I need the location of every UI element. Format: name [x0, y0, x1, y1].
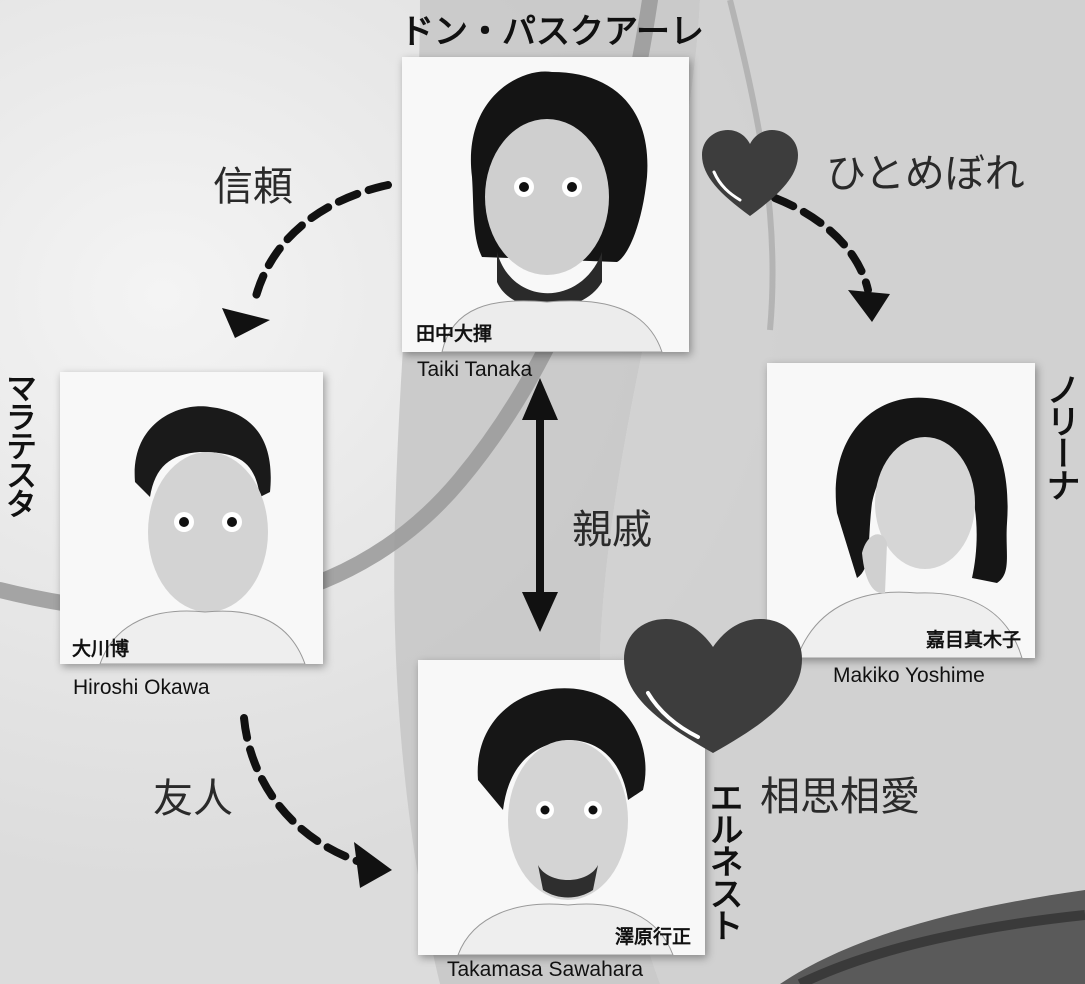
- role-label-left: マラテスタ: [0, 372, 36, 517]
- role-label-bottom: エルネスト: [703, 780, 743, 940]
- relation-label-mutual-love: 相思相愛: [760, 774, 920, 820]
- cast-card-top: 田中大揮: [402, 57, 689, 352]
- portrait-photo: [767, 363, 1035, 658]
- cast-name-en: Takamasa Sawahara: [447, 958, 644, 981]
- relatives-arrowhead-down: [522, 592, 558, 632]
- friend-arrowhead: [354, 842, 392, 888]
- relation-label-trust: 信頼: [213, 164, 293, 210]
- relation-label-friend: 友人: [153, 776, 233, 822]
- role-label-right: ノリーナ: [1040, 372, 1080, 500]
- relation-label-crush: ひとめぼれ: [826, 151, 1025, 197]
- cast-name-jp: 嘉目真木子: [925, 629, 1021, 651]
- relatives-arrowhead-up: [522, 378, 558, 420]
- cast-name-en: Hiroshi Okawa: [73, 676, 210, 699]
- portrait-photo: [60, 372, 323, 664]
- heart-icon: [702, 130, 798, 216]
- cast-name-en: Makiko Yoshime: [833, 664, 985, 687]
- crush-arrowhead: [848, 290, 890, 322]
- portrait-photo: [402, 57, 689, 352]
- cast-card-right: 嘉目真木子: [767, 363, 1035, 658]
- relation-label-relatives: 親戚: [572, 507, 652, 553]
- cast-name-en: Taiki Tanaka: [417, 358, 533, 381]
- crush-arrow: [771, 194, 872, 294]
- friend-arrow: [240, 714, 364, 866]
- cast-card-left: 大川博: [60, 372, 323, 664]
- heart-icon: [624, 619, 802, 753]
- cast-name-jp: 大川博: [72, 638, 130, 660]
- cast-name-jp: 田中大揮: [416, 323, 493, 345]
- cast-name-jp: 澤原行正: [614, 926, 691, 948]
- role-label-top: ドン・パスクアーレ: [400, 12, 704, 52]
- trust-arrowhead: [222, 308, 270, 338]
- trust-arrow: [251, 181, 392, 304]
